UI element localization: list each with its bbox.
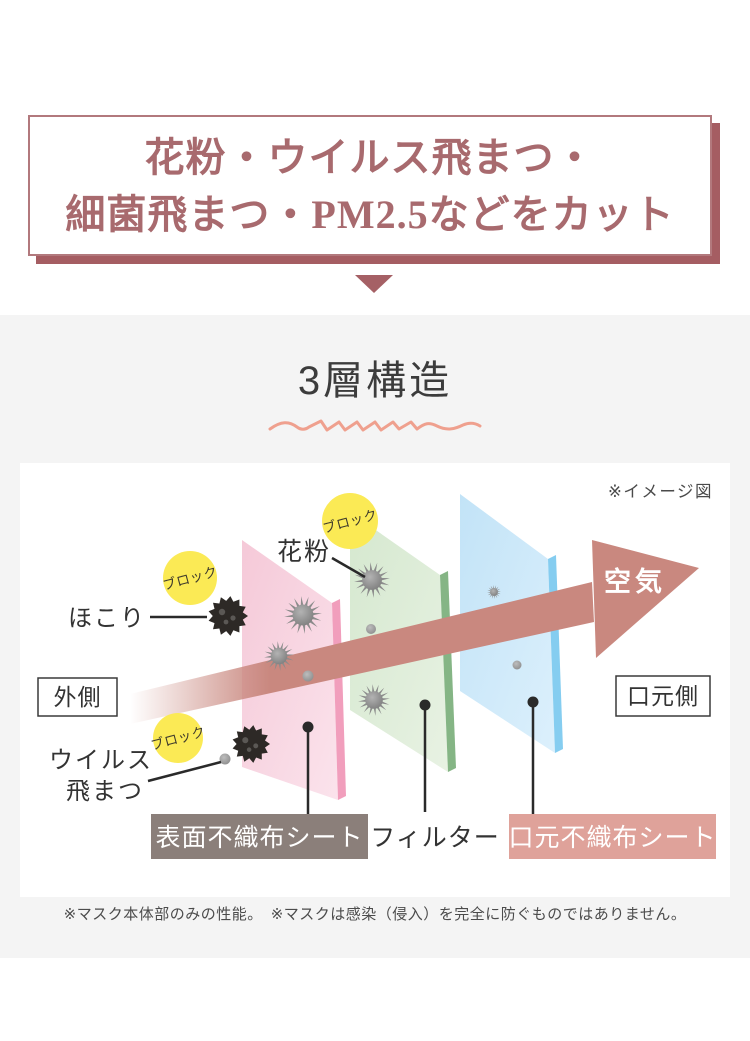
block-badge: ブロック (161, 551, 219, 605)
droplet-dot-icon (366, 624, 376, 634)
header-banner: 花粉・ウイルス飛まつ・ 細菌飛まつ・PM2.5などをカット (28, 115, 712, 256)
pollen-star-icon (358, 684, 390, 716)
svg-text:口元不織布シート: 口元不織布シート (508, 824, 716, 852)
block-badge: ブロック (149, 713, 207, 763)
air-arrowhead (592, 540, 699, 658)
mouth-sheet-label: 口元不織布シート (508, 814, 716, 859)
header-line-1: 花粉・ウイルス飛まつ・ (144, 134, 596, 180)
callout-line (331, 556, 366, 579)
pollen-star-icon (487, 585, 501, 599)
pollen-label: 花粉 (277, 538, 331, 566)
pollen-star-icon (354, 562, 390, 598)
pollen-star-icon (284, 596, 322, 634)
dust-label: ほこり (68, 605, 146, 632)
callout-dot-icon (527, 696, 539, 708)
outside-box: 外側 (37, 677, 118, 717)
dust-gear-icon (208, 596, 248, 636)
svg-text:表面不織布シート: 表面不織布シート (155, 824, 363, 852)
droplet-dot-icon (302, 670, 314, 682)
callout-dot-icon (302, 721, 314, 733)
svg-text:外側: 外側 (54, 684, 102, 710)
down-arrow-icon (355, 275, 393, 293)
air-label: 空気 (604, 566, 666, 597)
front-sheet-label: 表面不織布シート (151, 814, 368, 859)
section-title: 3層構造 (297, 359, 453, 403)
droplet-dot-icon (219, 753, 231, 765)
pollen-star-icon (264, 641, 294, 671)
air-flow-band (130, 582, 594, 724)
wavy-underline-icon (268, 419, 482, 432)
callout-dot-icon (419, 699, 431, 711)
svg-text:口元側: 口元側 (627, 683, 699, 709)
callout-line (147, 760, 222, 783)
virus-label-line2: 飛まつ (66, 778, 144, 805)
block-badge: ブロック (321, 493, 379, 549)
dust-gear-icon (232, 725, 270, 763)
mouth-side-box: 口元側 (615, 675, 711, 717)
image-note: ※イメージ図 (608, 483, 713, 501)
virus-label-line1: ウイルス (49, 747, 153, 774)
layer-diagram: ※イメージ図 空気 (20, 463, 730, 897)
droplet-dot-icon (512, 660, 522, 670)
filter-label: フィルター (370, 824, 500, 852)
header-line-2: 細菌飛まつ・PM2.5などをカット (65, 191, 675, 237)
disclaimer-note: ※マスク本体部のみの性能。 ※マスクは感染（侵入）を完全に防ぐものではありません… (63, 906, 687, 923)
